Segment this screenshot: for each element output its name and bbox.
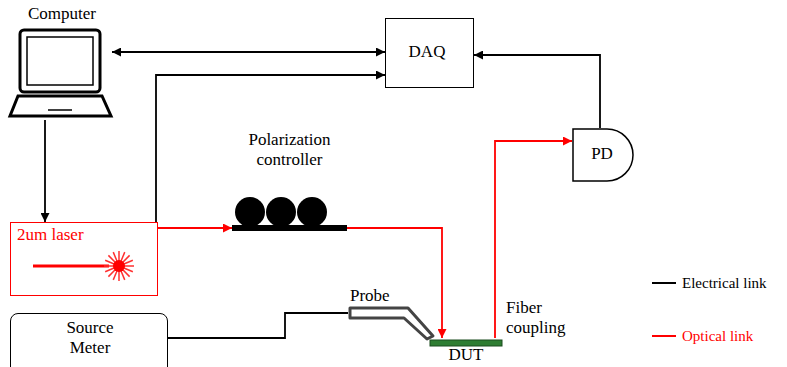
text-holder: Polarization controller <box>232 130 347 171</box>
node-text: 2um laser <box>17 225 147 245</box>
electrical-link <box>156 75 385 222</box>
laser-emitter <box>33 251 134 281</box>
laptop-screen <box>20 30 100 92</box>
node-text: Polarization controller <box>232 130 347 171</box>
instrument-box: Source Meter <box>10 313 168 367</box>
legend-text: Optical link <box>682 327 753 345</box>
probe: Probe <box>348 288 434 340</box>
probe-needle <box>350 308 433 339</box>
text-holder: Source Meter <box>55 318 125 359</box>
text-holder: DAQ <box>386 42 468 62</box>
computer-icon: Computer <box>12 4 112 120</box>
annotation-label: Fiber coupling <box>506 298 578 339</box>
electrical-link <box>474 55 600 128</box>
legend-sample-line <box>652 282 676 284</box>
photodiode-outline <box>573 129 633 181</box>
node-text: Probe <box>350 286 420 306</box>
laptop-base <box>10 96 111 116</box>
text-holder: Probe <box>350 286 420 306</box>
node-text: PD <box>572 144 632 164</box>
laser-box: 2um laser <box>10 222 158 296</box>
polarization-paddles <box>232 197 347 228</box>
node-text: Source Meter <box>55 318 125 359</box>
text-holder: 2um laser <box>17 225 147 245</box>
electrical-link <box>168 313 348 338</box>
text-holder: Computer <box>12 4 112 24</box>
electrical-link <box>44 120 46 222</box>
optical-link <box>347 228 442 338</box>
legend-text: Electrical link <box>682 274 767 292</box>
process-box: DAQ <box>385 18 474 88</box>
node-text: DAQ <box>386 42 468 62</box>
photodiode: PD <box>572 128 642 182</box>
node-text: DUT <box>430 346 502 364</box>
laptop-touchpad <box>48 109 72 111</box>
electrical-link <box>112 51 385 53</box>
polarization-controller: Polarization controller <box>232 130 347 232</box>
node-text: Computer <box>12 4 112 24</box>
laptop-display <box>27 37 93 85</box>
text-holder: PD <box>572 144 632 164</box>
device-under-test: DUT <box>430 338 502 365</box>
optical-link <box>158 227 232 229</box>
legend-sample-line <box>652 335 676 337</box>
text-holder: DUT <box>430 346 502 364</box>
